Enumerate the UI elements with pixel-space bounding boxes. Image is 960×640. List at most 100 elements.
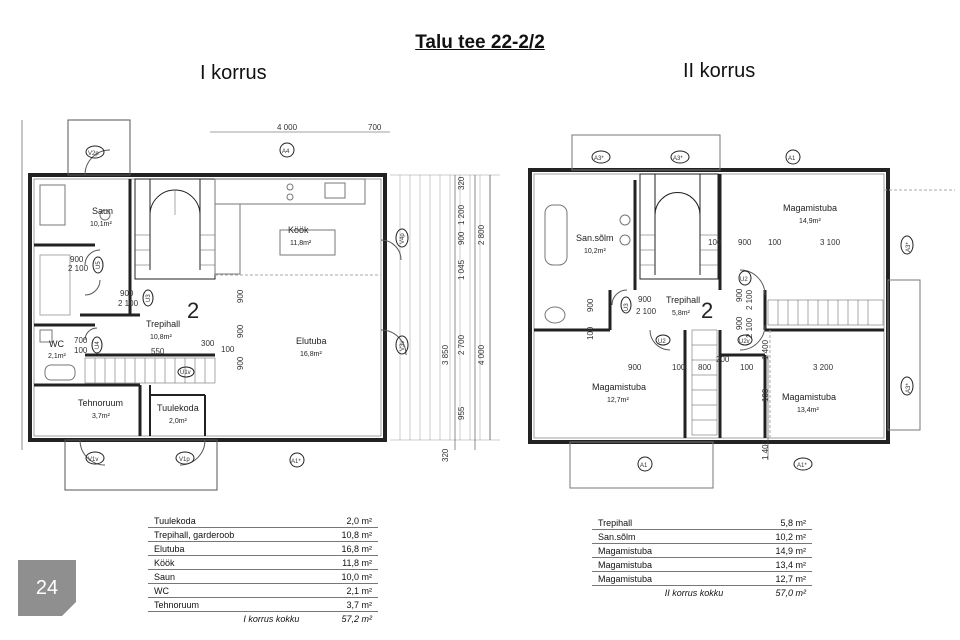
row-value: 11,8 m²	[305, 555, 378, 570]
page-number: 24	[35, 576, 59, 599]
dim-f2-1400b: 1 400	[761, 439, 770, 460]
row-name: Magamistuba	[592, 557, 730, 572]
row-name: Tehnoruum	[148, 597, 306, 612]
dim-f2-2100c: 2 100	[745, 317, 754, 338]
room-tehnoruum-name: Tehnoruum	[78, 398, 123, 408]
room-mag3-area: 13,4m²	[797, 407, 819, 414]
row-value: 10,8 m²	[305, 527, 378, 542]
dim-f2-1400a: 1 400	[761, 339, 770, 360]
row-name: Saun	[148, 569, 306, 584]
dim-f1-900b: 900	[120, 289, 134, 298]
dim-f1-100b: 100	[221, 345, 235, 354]
dim-r5: 1 045	[457, 259, 466, 280]
dim-f2-100c: 100	[586, 326, 595, 340]
dim-r1: 320	[457, 176, 466, 190]
floor1-unit-number: 2	[187, 298, 199, 323]
room-f2-trepihall-name: Trepihall	[666, 295, 700, 305]
row-value: 2,0 m²	[305, 514, 378, 528]
dim-f2-900a: 900	[738, 238, 752, 247]
tag-f2-a1-top: A1	[788, 156, 796, 162]
room-tuulekoda-area: 2,0m²	[169, 418, 188, 425]
tag-v3v: V3v	[400, 341, 406, 351]
page-number-badge: 24	[18, 560, 76, 616]
row-value: 16,8 m²	[305, 541, 378, 556]
page-title: Talu tee 22-2/2	[415, 32, 545, 53]
dim-f1-300: 300	[201, 339, 215, 348]
dim-4000: 4 000	[277, 123, 298, 132]
tag-u2-b: U2	[658, 339, 666, 345]
row-name: Köök	[148, 555, 306, 570]
room-mag2-name: Magamistuba	[592, 382, 646, 392]
dim-f1-550: 550	[151, 347, 165, 356]
dim-r3: 2 800	[477, 224, 486, 245]
floor1-plan	[21, 119, 500, 491]
row-name: Trepihall	[592, 516, 730, 530]
row-value: 10,0 m²	[305, 569, 378, 584]
dim-f2-900b: 900	[638, 295, 652, 304]
row-value: 2,1 m²	[305, 583, 378, 598]
room-mag2-area: 12,7m²	[607, 397, 629, 404]
row-value: 14,9 m²	[729, 543, 812, 558]
dim-f1-900d: 900	[236, 324, 245, 338]
dim-f2-200: 200	[716, 355, 730, 364]
total-value: 57,0 m²	[775, 587, 806, 598]
tag-v1p: V1p	[179, 457, 190, 463]
row-name: Magamistuba	[592, 543, 730, 558]
dim-f2-100e: 100	[740, 363, 754, 372]
dim-f1-900a: 900	[70, 255, 84, 264]
tag-f2-a1-star: A1*	[797, 463, 807, 469]
tag-u5: U5	[96, 261, 102, 269]
room-f2-trepihall-area: 5,8m²	[672, 310, 691, 317]
room-sansolm-area: 10,2m²	[584, 248, 606, 255]
total-name: I korrus kokku	[243, 613, 300, 624]
row-name: Magamistuba	[592, 571, 730, 586]
dim-f1-900e: 900	[236, 356, 245, 370]
tag-f1-a1: A1*	[291, 459, 301, 465]
row-value: 5,8 m²	[729, 516, 812, 530]
room-trepihall-name: Trepihall	[146, 319, 180, 329]
tag-u1v: U1v	[180, 370, 191, 376]
floor1-label: I korrus	[200, 62, 267, 84]
tag-a4: A4	[282, 149, 290, 155]
room-sansolm-name: San.sõlm	[576, 233, 614, 243]
dim-f1-700: 700	[74, 336, 88, 345]
room-tuulekoda-name: Tuulekoda	[157, 403, 199, 413]
room-trepihall-area: 10,8m²	[150, 334, 172, 341]
tag-a3-right-bottom: A3*	[906, 383, 912, 393]
dim-f1-100: 100	[74, 346, 88, 355]
dim-f2-100d: 100	[672, 363, 686, 372]
tag-a3-mid: A3*	[673, 156, 683, 162]
floor2-plan	[528, 134, 955, 489]
dim-f2-900f: 900	[628, 363, 642, 372]
dim-f2-3100: 3 100	[820, 238, 841, 247]
tag-u2: U2	[740, 277, 748, 283]
row-name: Trepihall, garderoob	[148, 527, 306, 542]
dim-r4: 900	[457, 231, 466, 245]
room-kook-name: Köök	[288, 225, 309, 235]
dim-r8: 4 000	[477, 344, 486, 365]
row-name: WC	[148, 583, 306, 598]
tag-f2-a1-bottom: A1	[640, 463, 648, 469]
room-kook-area: 11,8m²	[290, 240, 312, 247]
room-elutuba-area: 16,8m²	[300, 351, 322, 358]
row-value: 3,7 m²	[305, 597, 378, 612]
room-mag3-name: Magamistuba	[782, 392, 836, 402]
table-total-row: II korrus kokku 57,0 m²	[592, 586, 812, 600]
room-wc-name: WC	[49, 339, 64, 349]
total-name: II korrus kokku	[664, 587, 724, 598]
tag-u4: U4	[95, 341, 101, 349]
dim-r7: 2 700	[457, 334, 466, 355]
room-saun-area: 10,1m²	[90, 221, 112, 228]
row-value: 12,7 m²	[729, 571, 812, 586]
row-name: San.sõlm	[592, 529, 730, 544]
